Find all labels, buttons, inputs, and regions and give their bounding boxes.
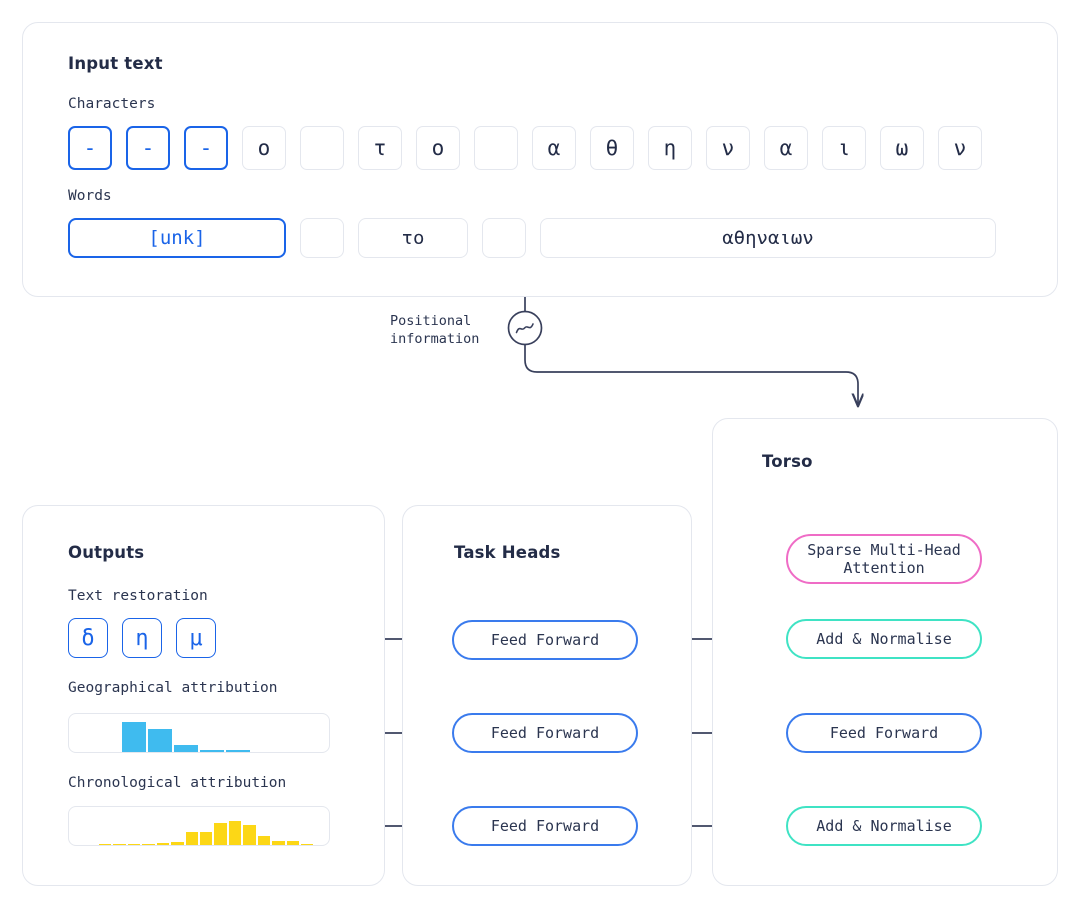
sparse-multi-head-attention-block[interactable]: Sparse Multi-Head Attention bbox=[786, 534, 982, 584]
positional-label-line2: information bbox=[390, 331, 480, 347]
text-restoration-label: Text restoration bbox=[68, 588, 208, 604]
restored-token-glyph: η bbox=[135, 625, 149, 651]
character-glyph: α bbox=[779, 136, 793, 160]
torso-add-normalise-block-1[interactable]: Add & Normalise bbox=[786, 619, 982, 659]
character-glyph: ι bbox=[837, 136, 851, 160]
torso-add-normalise-block-2[interactable]: Add & Normalise bbox=[786, 806, 982, 846]
restored-token-glyph: δ bbox=[81, 625, 95, 651]
bar-16 bbox=[301, 844, 314, 845]
torso-feed-forward-block[interactable]: Feed Forward bbox=[786, 713, 982, 753]
bar-5 bbox=[142, 844, 155, 845]
character-cell-1[interactable]: - bbox=[126, 126, 170, 170]
bar-13 bbox=[257, 836, 271, 845]
bar-5 bbox=[200, 749, 224, 752]
word-cell-1[interactable] bbox=[300, 218, 344, 258]
character-glyph: ν bbox=[953, 136, 967, 160]
bar-15 bbox=[286, 840, 299, 845]
outputs-title: Outputs bbox=[68, 543, 145, 562]
character-cell-2[interactable]: - bbox=[184, 126, 228, 170]
character-glyph: ν bbox=[721, 136, 735, 160]
character-cell-5[interactable]: τ bbox=[358, 126, 402, 170]
character-glyph: - bbox=[141, 136, 155, 160]
word-text: αθηναιων bbox=[722, 227, 814, 249]
character-glyph: τ bbox=[373, 136, 387, 160]
bar-12 bbox=[243, 824, 256, 845]
character-glyph: η bbox=[663, 136, 677, 160]
word-text: το bbox=[401, 227, 425, 249]
character-cell-13[interactable]: ι bbox=[822, 126, 866, 170]
task-head-feed-forward-1[interactable]: Feed Forward bbox=[452, 620, 638, 660]
word-cell-0[interactable]: [unk] bbox=[68, 218, 286, 258]
restored-token-2[interactable]: μ bbox=[176, 618, 216, 658]
bar-4 bbox=[174, 744, 198, 752]
restored-token-1[interactable]: η bbox=[122, 618, 162, 658]
character-glyph: α bbox=[547, 136, 561, 160]
restored-token-0[interactable]: δ bbox=[68, 618, 108, 658]
bar-7 bbox=[171, 842, 184, 845]
word-text: [unk] bbox=[148, 227, 206, 249]
character-cell-15[interactable]: ν bbox=[938, 126, 982, 170]
character-cell-8[interactable]: α bbox=[532, 126, 576, 170]
bar-8 bbox=[185, 831, 198, 845]
bar-2 bbox=[122, 721, 146, 752]
character-cell-4[interactable] bbox=[300, 126, 344, 170]
character-cell-3[interactable]: o bbox=[242, 126, 286, 170]
character-cell-14[interactable]: ω bbox=[880, 126, 924, 170]
character-glyph: o bbox=[431, 136, 445, 160]
task-head-feed-forward-3[interactable]: Feed Forward bbox=[452, 806, 638, 846]
bar-3 bbox=[113, 844, 126, 845]
restored-token-glyph: μ bbox=[189, 625, 203, 651]
characters-label: Characters bbox=[68, 96, 156, 112]
chronological-attribution-chart bbox=[68, 806, 330, 846]
word-cell-3[interactable] bbox=[482, 218, 526, 258]
character-cell-9[interactable]: θ bbox=[590, 126, 634, 170]
positional-label-line1: Positional bbox=[390, 313, 472, 329]
bar-3 bbox=[148, 728, 172, 752]
character-cell-11[interactable]: ν bbox=[706, 126, 750, 170]
character-glyph: o bbox=[257, 136, 271, 160]
bar-6 bbox=[156, 843, 170, 845]
character-cell-7[interactable] bbox=[474, 126, 518, 170]
character-cell-12[interactable]: α bbox=[764, 126, 808, 170]
geographical-attribution-chart bbox=[68, 713, 330, 753]
character-glyph: - bbox=[199, 136, 213, 160]
character-glyph: θ bbox=[605, 136, 619, 160]
bar-9 bbox=[199, 832, 213, 845]
word-cell-2[interactable]: το bbox=[358, 218, 468, 258]
task-heads-title: Task Heads bbox=[454, 543, 561, 562]
bar-2 bbox=[98, 844, 112, 845]
bar-6 bbox=[226, 749, 250, 752]
bar-4 bbox=[127, 844, 141, 845]
chronological-attribution-label: Chronological attribution bbox=[68, 775, 287, 791]
task-head-feed-forward-2[interactable]: Feed Forward bbox=[452, 713, 638, 753]
geographical-attribution-label: Geographical attribution bbox=[68, 680, 278, 696]
word-cell-4[interactable]: αθηναιων bbox=[540, 218, 996, 258]
words-label: Words bbox=[68, 188, 112, 204]
character-cell-0[interactable]: - bbox=[68, 126, 112, 170]
character-glyph: ω bbox=[895, 136, 909, 160]
character-cell-10[interactable]: η bbox=[648, 126, 692, 170]
character-glyph: - bbox=[83, 136, 97, 160]
input-text-title: Input text bbox=[68, 54, 163, 73]
bar-10 bbox=[214, 823, 227, 845]
torso-title: Torso bbox=[762, 452, 813, 471]
bar-14 bbox=[272, 841, 285, 845]
character-cell-6[interactable]: o bbox=[416, 126, 460, 170]
bar-11 bbox=[228, 820, 242, 845]
